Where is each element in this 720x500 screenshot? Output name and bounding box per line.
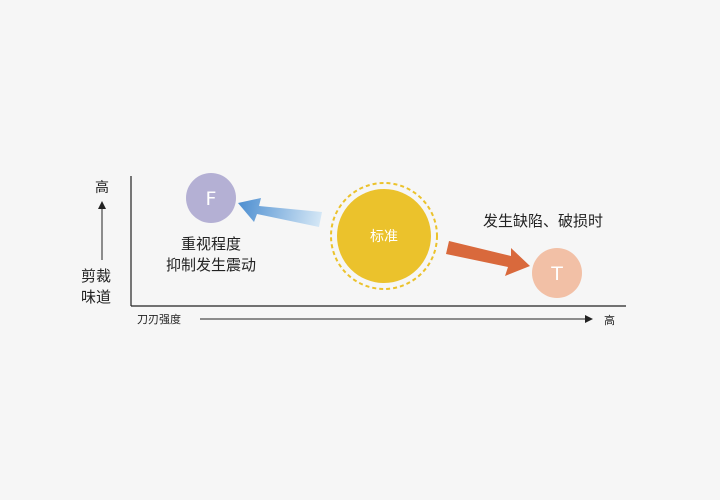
f-node-caption-line-2: 抑制发生震动	[166, 256, 256, 274]
t-node: T 发生缺陷、破损时	[483, 212, 603, 298]
standard-node: 标准	[330, 182, 438, 290]
x-direction-arrow-head	[585, 315, 593, 323]
standard-node-circle	[337, 189, 431, 283]
y-axis-high-label: 高	[95, 179, 109, 196]
y-axis-label-line-2: 味道	[81, 288, 111, 306]
standard-node-dashed-ring	[330, 182, 438, 290]
axes: 高 剪裁 味道 刀刃强度 高	[81, 176, 626, 327]
t-node-label: T	[550, 263, 563, 285]
f-node-label: F	[206, 188, 217, 210]
arrow-to-f	[238, 198, 322, 227]
y-axis-label-line-1: 剪裁	[81, 267, 111, 285]
standard-node-label: 标准	[370, 229, 398, 245]
arrows	[238, 198, 530, 276]
t-node-circle	[532, 248, 582, 298]
f-node-caption-line-1: 重视程度	[181, 235, 241, 253]
f-node-circle	[186, 173, 236, 223]
x-axis-high-label: 高	[604, 313, 615, 327]
x-axis-label: 刀刃强度	[137, 312, 181, 326]
y-direction-arrow-head	[98, 201, 106, 209]
arrow-to-t	[446, 241, 530, 276]
f-node: F 重视程度 抑制发生震动	[166, 173, 256, 274]
t-node-caption: 发生缺陷、破损时	[483, 212, 603, 230]
